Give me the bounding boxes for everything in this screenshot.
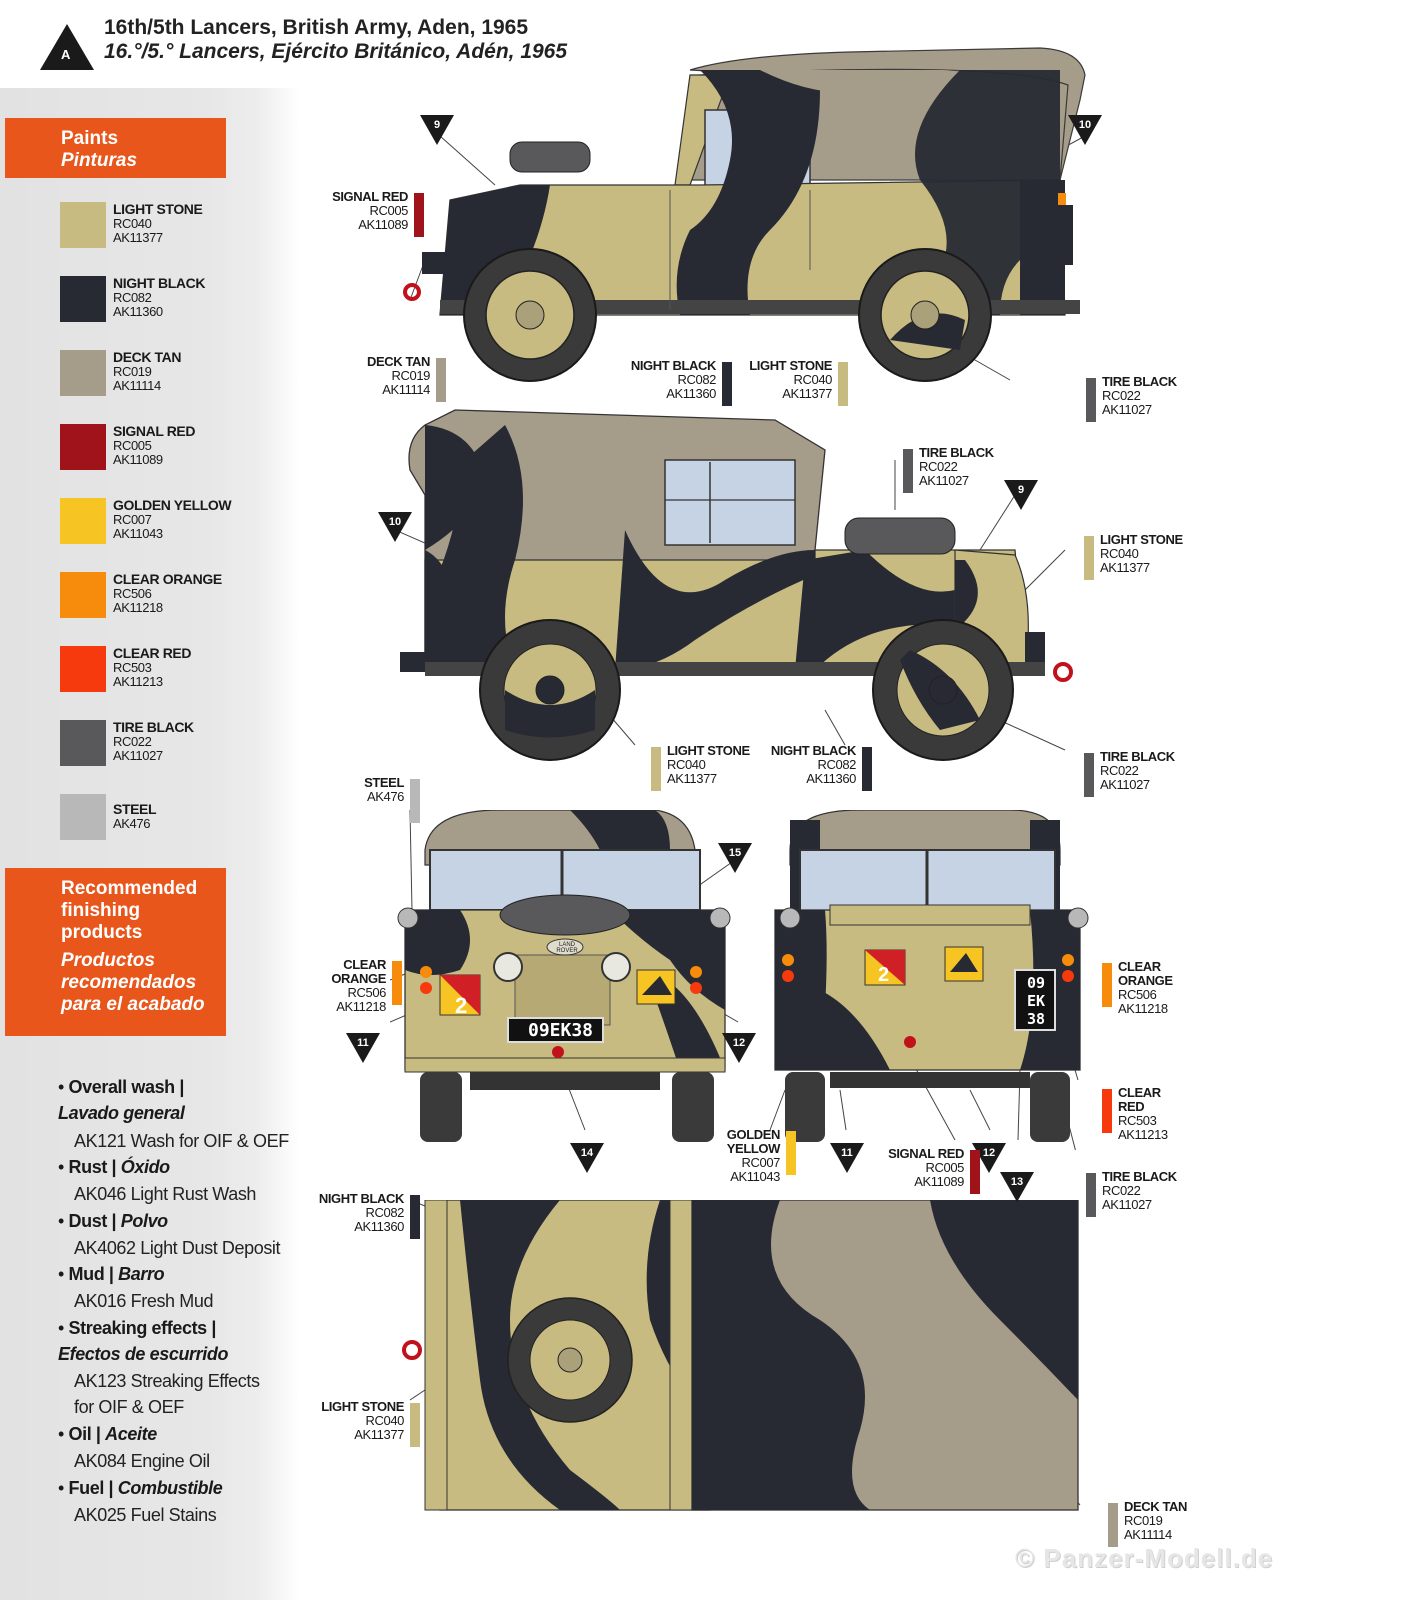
vehicle-side-view-left: [403, 47, 1086, 382]
paint-golden-yellow: GOLDEN YELLOW RC007 AK11043: [60, 498, 260, 548]
marking-triangle-icon: [40, 24, 94, 70]
paint-swatch: [60, 350, 106, 396]
finishing-item-streaking: • Streaking effects |: [58, 1318, 217, 1338]
title-english: 16th/5th Lancers, British Army, Aden, 19…: [104, 16, 529, 39]
paint-swatch: [60, 720, 106, 766]
paint-night-black: NIGHT BLACK RC082 AK11360: [60, 276, 260, 326]
paints-header: Paints Pinturas: [5, 118, 226, 178]
marker-12-front: 12: [722, 1033, 756, 1063]
marking-letter: A: [61, 47, 71, 62]
paint-swatch: [60, 498, 106, 544]
paint-swatch: [60, 794, 106, 840]
finishing-item-mud: • Mud | Barro: [58, 1264, 165, 1284]
paint-swatch: [60, 646, 106, 692]
front-unit-sign: 2: [455, 993, 468, 1018]
marker-12-rear: 12: [972, 1143, 1006, 1173]
paint-deck-tan: DECK TAN RC019 AK11114: [60, 350, 260, 400]
marker-13: 13: [1000, 1172, 1034, 1202]
marker-11-rear: 11: [830, 1143, 864, 1173]
marker-9-side2: 9: [1004, 480, 1038, 510]
vehicle-side-view-right: [395, 409, 1073, 761]
front-plate: 09EK38: [527, 1020, 594, 1041]
paint-clear-orange: CLEAR ORANGE RC506 AK11218: [60, 572, 260, 622]
paint-tire-black: TIRE BLACK RC022 AK11027: [60, 720, 260, 770]
marker-11-front: 11: [346, 1033, 380, 1063]
finishing-header: Recommended finishing products Productos…: [5, 868, 226, 1036]
finishing-item-rust: • Rust | Óxido: [58, 1157, 170, 1177]
paint-swatch: [60, 424, 106, 470]
vehicle-rear-view: [769, 810, 1089, 1150]
paint-swatch: [60, 276, 106, 322]
paint-signal-red: SIGNAL RED RC005 AK11089: [60, 424, 260, 474]
finishing-item-dust: • Dust | Polvo: [58, 1211, 168, 1231]
paint-swatch: [60, 572, 106, 618]
marker-14: 14: [570, 1143, 604, 1173]
page-header: A 16th/5th Lancers, British Army, Aden, …: [40, 12, 740, 72]
marker-9-side1: 9: [420, 115, 454, 145]
paint-swatch: [60, 202, 106, 248]
finishing-item-fuel: • Fuel | Combustible: [58, 1478, 223, 1498]
rear-unit-sign: 2: [878, 964, 890, 986]
marker-15: 15: [718, 843, 752, 873]
marker-10-side1: 10: [1068, 115, 1102, 145]
paint-clear-red: CLEAR RED RC503 AK11213: [60, 646, 260, 696]
vehicle-front-view: [390, 810, 739, 1142]
paint-light-stone: LIGHT STONE RC040 AK11377: [60, 202, 260, 252]
title-spanish: 16.°/5.° Lancers, Ejército Británico, Ad…: [104, 40, 568, 63]
marker-10-side2: 10: [378, 512, 412, 542]
paint-steel: STEEL AK476: [60, 794, 260, 844]
watermark: © Panzer-Modell.de: [1015, 1543, 1274, 1573]
left-panel: Paints Pinturas LIGHT STONE RC040 AK1137…: [0, 88, 300, 1600]
finishing-item-oil: • Oil | Aceite: [58, 1424, 157, 1444]
finishing-item-wash: • Overall wash |: [58, 1077, 185, 1097]
vehicle-top-view: [402, 1200, 1081, 1511]
